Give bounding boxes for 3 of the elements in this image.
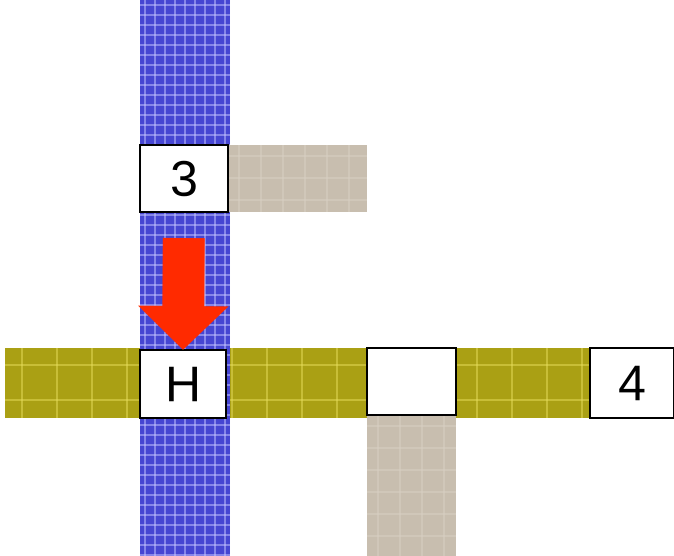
- label-box: 4: [589, 347, 674, 419]
- label-box: 3: [139, 144, 229, 213]
- label-box: H: [139, 349, 227, 419]
